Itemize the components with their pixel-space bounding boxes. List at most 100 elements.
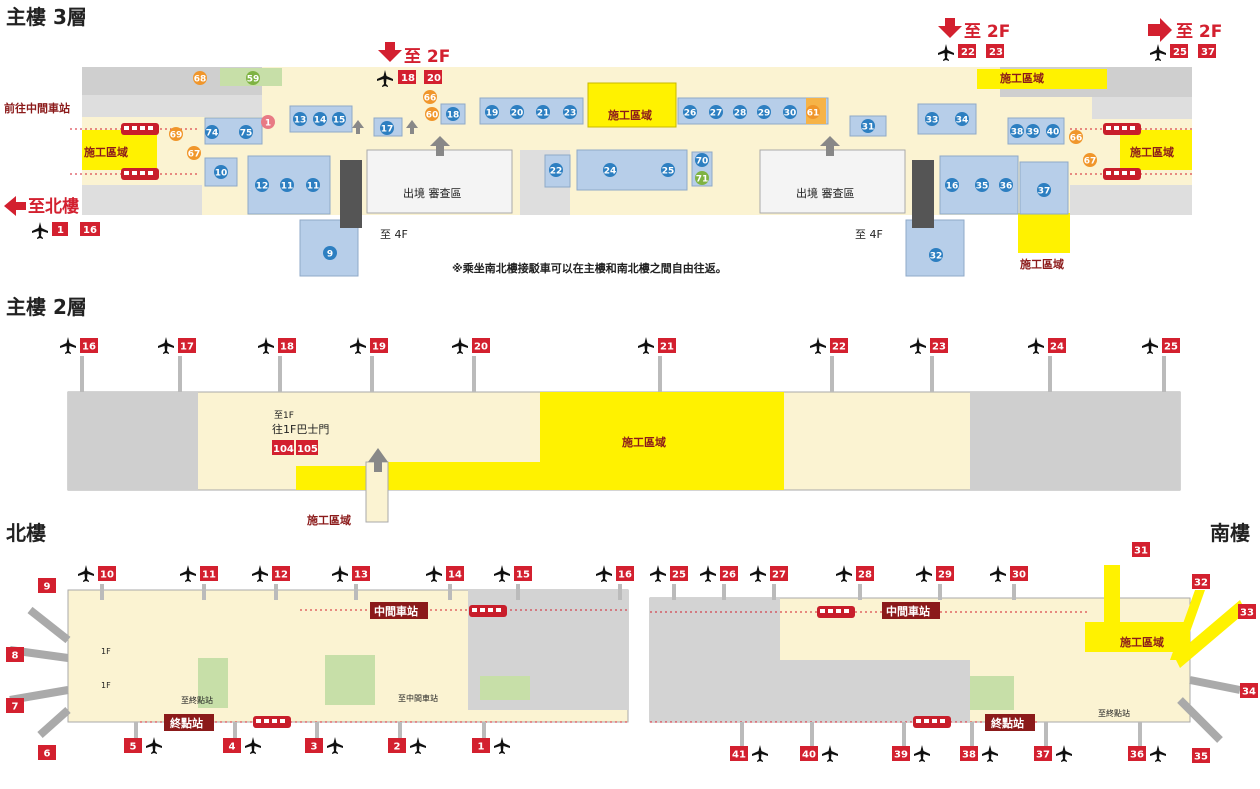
plane-icon: [1028, 337, 1044, 354]
svg-text:13: 13: [294, 116, 307, 126]
gate-18: 18: [258, 337, 296, 354]
south-building: [649, 565, 1246, 743]
main3-construction-bottom: 施工區域: [1020, 257, 1064, 271]
svg-text:26: 26: [722, 570, 736, 581]
south-construction: [1085, 622, 1190, 652]
gate-12: 12: [252, 565, 290, 582]
main2-construction-label: 施工區域: [622, 435, 666, 449]
gate-41: 41: [730, 745, 768, 762]
svg-text:37: 37: [1201, 47, 1215, 58]
plane-icon: [836, 565, 852, 582]
svg-text:17: 17: [180, 342, 194, 353]
gate-21: 21: [638, 337, 676, 354]
shop-marker-1: 1: [261, 115, 275, 129]
svg-text:36: 36: [1000, 182, 1013, 192]
main3-construction-right: 施工區域: [1130, 145, 1174, 159]
svg-text:69: 69: [170, 131, 183, 141]
svg-text:18: 18: [447, 111, 460, 121]
gate-6: 6: [38, 745, 56, 760]
plane-icon: [982, 745, 998, 762]
svg-text:16: 16: [82, 342, 96, 353]
north-title: 北樓: [6, 521, 46, 545]
svg-text:21: 21: [660, 342, 674, 353]
main3-to4f-left: 至 4F: [380, 228, 408, 241]
svg-text:2: 2: [394, 742, 401, 753]
plane-icon: [78, 565, 94, 582]
gate-11: 11: [180, 565, 218, 582]
svg-text:70: 70: [696, 157, 709, 167]
shop-marker-14: 14: [313, 112, 327, 126]
svg-text:40: 40: [1047, 128, 1060, 138]
svg-text:20: 20: [427, 73, 441, 84]
plane-icon: [252, 565, 268, 582]
main3-shuttle-note: ※乘坐南北樓接駁車可以在主樓和南北樓之間自由往返。: [452, 261, 727, 275]
gate-32: 32: [1192, 574, 1210, 589]
svg-text:27: 27: [710, 109, 723, 119]
shop-marker-15: 15: [332, 112, 346, 126]
shop-marker-22: 22: [549, 163, 563, 177]
svg-text:11: 11: [307, 182, 320, 192]
main2-floor: [67, 391, 1181, 523]
shop-marker-26: 26: [683, 105, 697, 119]
main2-construction: [540, 392, 784, 490]
main3-departure-left: 出境 審查區: [403, 186, 462, 200]
plane-icon: [750, 565, 766, 582]
shop-marker-36: 36: [999, 178, 1013, 192]
gate-15: 15: [494, 565, 532, 582]
gate-40: 40: [800, 745, 838, 762]
main3-to2f-left: 至 2F 18 20: [377, 42, 450, 87]
svg-text:71: 71: [696, 175, 709, 185]
main3-to4f-right: 至 4F: [855, 228, 883, 241]
shop-marker-34: 34: [955, 112, 969, 126]
plane-icon: [350, 337, 366, 354]
svg-text:23: 23: [932, 342, 946, 353]
main3-departure-right: 出境 審查區: [796, 186, 855, 200]
svg-text:23: 23: [564, 109, 577, 119]
svg-text:25: 25: [672, 570, 686, 581]
svg-text:67: 67: [188, 150, 201, 160]
gate-7: 7: [6, 698, 24, 713]
plane-icon: [822, 745, 838, 762]
main2-to1f-bus: 往1F巴士門: [272, 422, 329, 436]
svg-text:35: 35: [1194, 752, 1208, 763]
north-to-central: 至中間車站: [398, 693, 438, 703]
gate-3: 3: [305, 737, 343, 754]
gate-13: 13: [332, 565, 370, 582]
svg-text:24: 24: [604, 167, 617, 177]
plane-icon: [916, 565, 932, 582]
shop-marker-24: 24: [603, 163, 617, 177]
plane-icon: [258, 337, 274, 354]
svg-text:7: 7: [12, 702, 19, 713]
plane-icon: [158, 337, 174, 354]
svg-text:9: 9: [327, 250, 333, 260]
shop-marker-66: 66: [423, 90, 437, 104]
gate-8: 8: [6, 647, 24, 662]
gate-2: 2: [388, 737, 426, 754]
svg-text:1: 1: [265, 119, 271, 129]
north-to-terminal: 至終點站: [181, 695, 213, 705]
plane-icon: [332, 565, 348, 582]
gate-25: 25: [650, 565, 688, 582]
svg-text:30: 30: [1012, 570, 1026, 581]
svg-text:36: 36: [1130, 750, 1144, 761]
svg-text:18: 18: [280, 342, 294, 353]
svg-text:16: 16: [83, 225, 97, 236]
svg-text:10: 10: [215, 169, 228, 179]
gate-14: 14: [426, 565, 464, 582]
shop-marker-59: 59: [246, 71, 260, 85]
svg-text:23: 23: [989, 47, 1003, 58]
svg-text:18: 18: [401, 73, 415, 84]
main2-bus-gates: 104 105: [272, 440, 318, 455]
north-building: [9, 589, 629, 738]
gate-24: 24: [1028, 337, 1066, 354]
plane-icon: [180, 565, 196, 582]
svg-text:17: 17: [381, 125, 394, 135]
plane-icon: [426, 565, 442, 582]
svg-text:38: 38: [1011, 128, 1024, 138]
gate-25: 25: [1142, 337, 1180, 354]
shop-marker-28: 28: [733, 105, 747, 119]
plane-icon: [638, 337, 654, 354]
main3-to2f-mid: 至 2F 22 23: [938, 18, 1010, 61]
